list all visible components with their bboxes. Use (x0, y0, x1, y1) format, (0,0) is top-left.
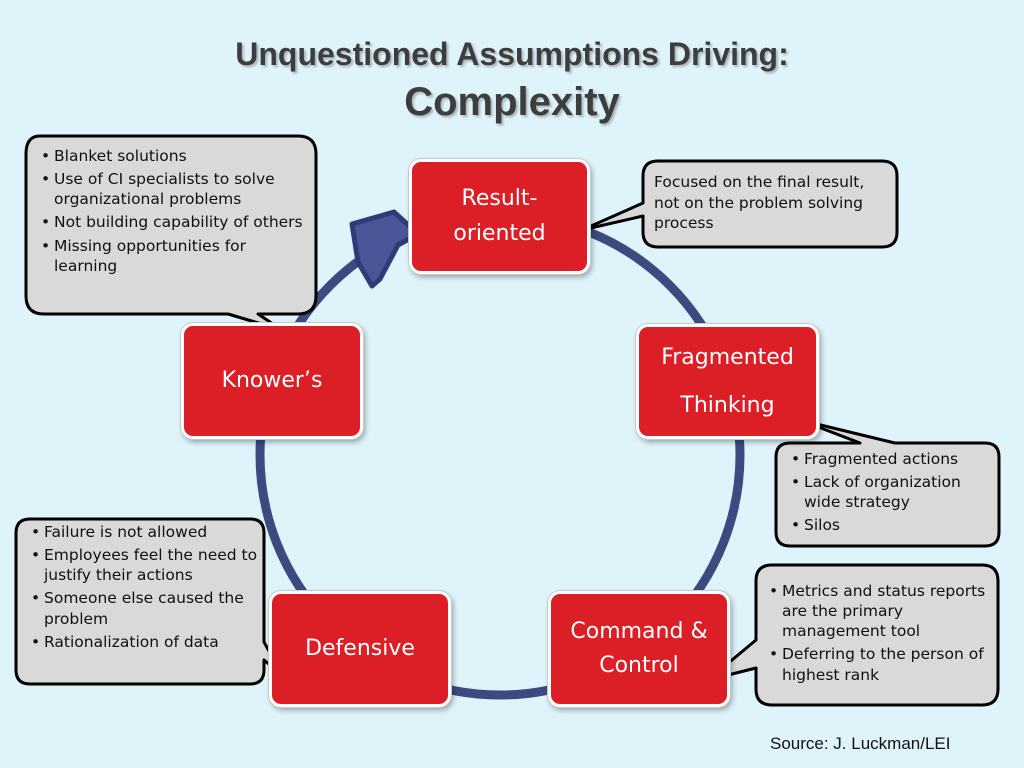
node-result-oriented: Result- oriented (409, 159, 590, 274)
callout-knowers-item: Blanket solutions (38, 146, 308, 166)
callout-defensive-item: Rationalization of data (28, 632, 260, 652)
node-command-control: Command & Control (548, 591, 730, 707)
callout-knowers-item: Not building capability of others (38, 212, 308, 232)
title-line-2: Complexity (404, 80, 620, 124)
node-command-control-label: Command & Control (570, 618, 708, 678)
callout-knowers-item: Use of CI specialists to solve organizat… (38, 169, 308, 209)
node-knowers: Knower’s (181, 323, 363, 439)
callout-fragmented-item: Lack of organization wide strategy (788, 472, 993, 512)
source-credit: Source: J. Luckman/LEI (770, 734, 951, 753)
node-knowers-label: Knower’s (221, 367, 323, 393)
callout-defensive-item: Someone else caused the problem (28, 588, 260, 628)
title-line-1: Unquestioned Assumptions Driving: (235, 36, 789, 72)
callout-result-shape (580, 159, 899, 249)
callout-command-item: Deferring to the person of highest rank (766, 644, 994, 684)
callout-defensive-item: Employees feel the need to justify their… (28, 545, 260, 585)
callout-command-item: Metrics and status reports are the prima… (766, 581, 994, 641)
callout-command: Metrics and status reports are the prima… (766, 581, 994, 688)
callout-fragmented: Fragmented actions Lack of organization … (788, 449, 993, 539)
callout-result-text: Focused on the final result, not on the … (654, 173, 865, 233)
node-fragmented-thinking: Fragmented Thinking (636, 324, 819, 439)
cycle-arrowhead-icon (349, 209, 421, 289)
node-fragmented-thinking-label: Fragmented Thinking (661, 345, 794, 418)
callout-result: Focused on the final result, not on the … (654, 172, 890, 234)
callout-knowers: Blanket solutions Use of CI specialists … (38, 146, 308, 279)
node-result-oriented-label: Result- oriented (453, 186, 546, 246)
node-defensive-label: Defensive (305, 635, 415, 661)
callout-fragmented-item: Fragmented actions (788, 449, 993, 469)
callout-fragmented-item: Silos (788, 515, 993, 535)
callout-defensive: Failure is not allowed Employees feel th… (28, 522, 260, 655)
callout-knowers-item: Missing opportunities for learning (38, 236, 308, 276)
node-defensive: Defensive (269, 591, 451, 707)
callout-defensive-item: Failure is not allowed (28, 522, 260, 542)
